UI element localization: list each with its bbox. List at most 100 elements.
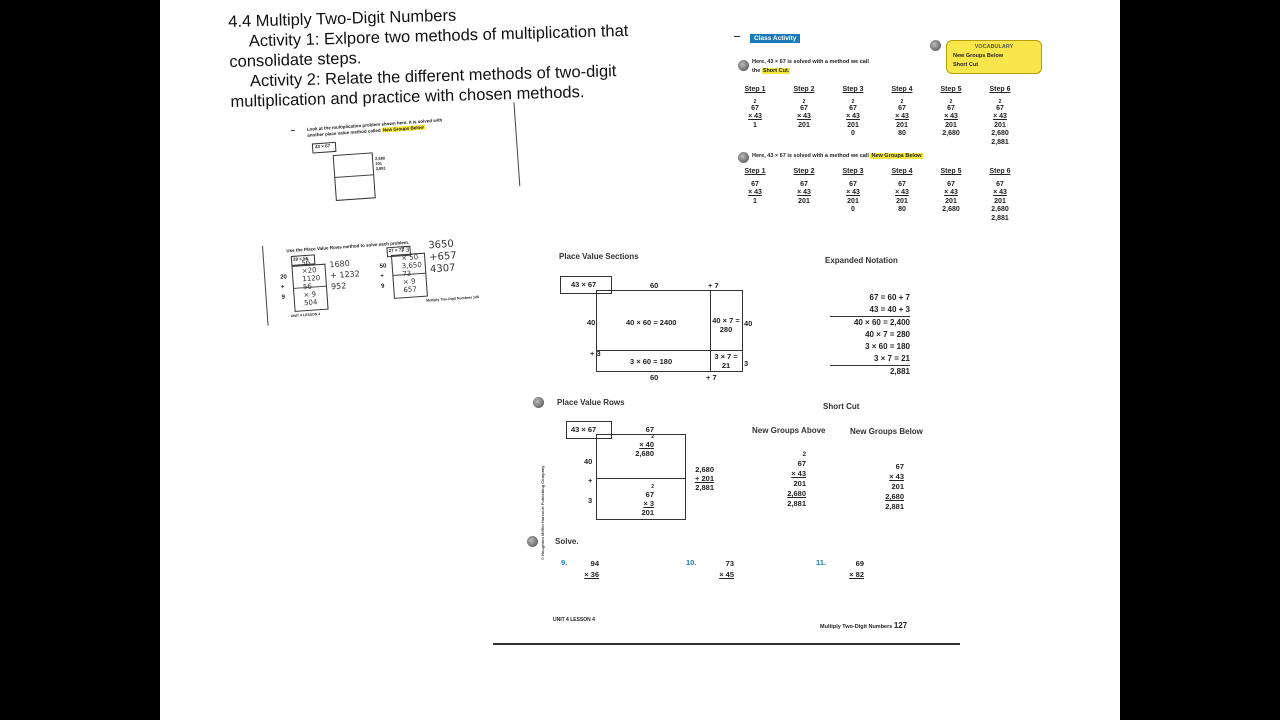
pvr-problem: 43 × 67	[571, 425, 597, 434]
expanded-notation-line: 2,881	[889, 367, 910, 376]
pvr-top-2: 2,680	[635, 449, 654, 458]
bullet-icon	[738, 152, 749, 163]
slide: 4.4 Multiply Two-Digit Numbers Activity …	[160, 0, 1120, 720]
pvs-cell-bl: 3 × 60 = 180	[630, 357, 673, 366]
thumbnail-page-bottom: Use the Place Value Rows method to solve…	[262, 230, 493, 326]
step-line: × 43	[748, 113, 762, 120]
step-label: Step 2	[793, 168, 815, 175]
short-cut-line: 67	[797, 459, 806, 468]
step-line: 201	[945, 197, 957, 205]
solve-top: 69	[855, 559, 864, 568]
solve-num: 10.	[686, 558, 697, 567]
step-line: 2	[998, 98, 1002, 105]
short-cut-line: 67	[895, 462, 904, 471]
step-line: 201	[847, 197, 859, 205]
step-label: Step 4	[891, 168, 913, 175]
pvr-grid	[596, 434, 686, 520]
pvr-left-40: 40	[584, 457, 593, 466]
step-line: 67	[849, 104, 857, 112]
solve-bottom: × 45	[719, 570, 734, 579]
short-cut-line: 2,680	[787, 489, 806, 498]
step-label: Step 6	[989, 86, 1011, 93]
slide-header: 4.4 Multiply Two-Digit Numbers Activity …	[228, 1, 630, 112]
step-line: 201	[994, 121, 1006, 129]
step-line: × 43	[895, 189, 909, 196]
thumbnail-page-top: Look at the multiplication problem shown…	[290, 102, 521, 212]
solve-num: 9.	[561, 558, 568, 567]
step-line: × 43	[895, 113, 909, 120]
step-label: Step 5	[940, 168, 962, 175]
solve-bottom: × 36	[584, 570, 599, 579]
class-activity-panel: Class Activity VOCABULARY New Groups Bel…	[734, 30, 1042, 240]
pvr-problem-box	[566, 421, 612, 439]
new-groups-intro: Here, 43 × 67 is solved with a method we…	[752, 153, 869, 159]
footer-left: UNIT 4 LESSON 4	[553, 617, 595, 623]
pvs-left-plus3: + 3	[590, 349, 601, 358]
thumb-bottom-work-5: 504	[303, 298, 318, 308]
step-label: Step 5	[940, 86, 962, 93]
thumb-bottom-page-label: Multiply Two-Digit Numbers	[426, 295, 473, 303]
step-line: 201	[994, 197, 1006, 205]
pvs-left-40: 40	[587, 318, 596, 327]
pvs-bottom-60: 60	[650, 373, 659, 382]
short-cut-line: × 43	[889, 472, 904, 481]
step-line: 2	[802, 98, 806, 105]
short-cut-line: 2,881	[885, 502, 904, 511]
step-label: Step 1	[744, 86, 766, 93]
short-cut-intro: Here, 43 × 67 is solved with a method we…	[752, 59, 869, 65]
step-line: 67	[947, 104, 955, 112]
step-line: 0	[851, 130, 855, 137]
pvs-grid	[596, 290, 743, 372]
vocabulary-box: VOCABULARY New Groups Below Short Cut	[946, 40, 1042, 74]
expanded-notation-line: 67 = 60 + 7	[869, 293, 910, 302]
pvs-problem-box	[560, 276, 612, 294]
step-line: 201	[798, 121, 810, 129]
thumb-bottom-work2-2: 3,650	[401, 260, 423, 271]
short-cut-col2-title: New Groups Below	[850, 427, 923, 436]
step-line: 2	[851, 98, 855, 105]
pvs-bottom-plus7: + 7	[706, 373, 717, 382]
step-line: × 43	[944, 189, 958, 196]
pvr-top-0: 67	[645, 425, 654, 434]
pvr-left-plus: +	[588, 476, 593, 485]
short-cut-name: Short Cut.	[761, 68, 791, 74]
short-cut-line: 201	[793, 479, 806, 488]
thumb-bottom-page: 128	[472, 294, 480, 300]
step-line: 2	[900, 98, 904, 105]
step-line: × 43	[797, 189, 811, 196]
step-line: 67	[800, 104, 808, 112]
footer-page: 127	[893, 621, 908, 630]
pvs-top-60: 60	[650, 281, 659, 290]
pvs-top-plus7: + 7	[708, 281, 719, 290]
pvs-cell-tl: 40 × 60 = 2400	[626, 318, 677, 327]
thumb-bottom-left-0: 20	[280, 274, 288, 281]
short-cut-line: 2,680	[885, 492, 904, 501]
solve-num: 11.	[816, 558, 827, 567]
step-line: 67	[996, 180, 1004, 188]
step-line: × 43	[846, 113, 860, 120]
step-line: 1	[753, 197, 757, 205]
short-cut-line: 201	[891, 482, 904, 491]
pvs-right-3: 3	[744, 359, 749, 368]
pvr-left-3: 3	[588, 496, 593, 505]
pvr-bottom-1: × 3	[643, 499, 654, 508]
step-line: 2	[753, 98, 757, 105]
short-cut-intro-b: the	[752, 68, 761, 74]
thumb-top-right-2: 2,881	[375, 165, 386, 172]
pvr-bottom-0: 67	[645, 490, 654, 499]
step-line: 0	[851, 206, 855, 213]
step-line: 201	[896, 121, 908, 129]
step-line: 67	[947, 180, 955, 188]
expanded-notation-line: 3 × 7 = 21	[830, 353, 910, 366]
